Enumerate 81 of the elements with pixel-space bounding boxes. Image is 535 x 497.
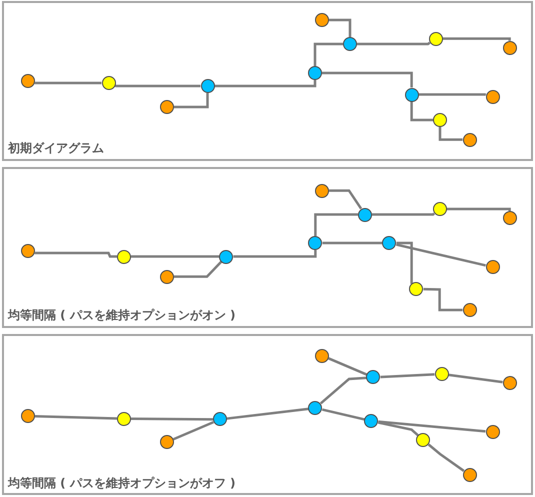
connector-line [328,357,368,376]
connector-line [396,242,413,284]
circle-node [308,66,322,80]
circle-node [462,132,477,147]
circle-node [382,236,396,250]
circle-node [358,208,372,222]
circle-node [486,425,500,439]
connector-line [448,374,503,384]
connector-line [34,252,117,258]
connector-line [233,250,317,258]
circle-node [343,37,357,51]
connector-line [396,243,486,267]
connector-line [172,421,214,440]
circle-node [315,348,329,363]
connector-line [322,408,365,421]
connector-line [329,189,362,210]
circle-node [486,260,500,274]
connector-line [357,42,431,46]
circle-node [21,409,35,423]
circle-node [117,412,131,426]
circle-node [486,90,500,104]
connector-line [131,255,220,258]
circle-node [462,468,477,482]
connector-line [214,80,316,88]
panel-label: 均等間隔 ( パスを維持オプションがオン ) [8,308,236,322]
connector-line [314,42,343,66]
circle-node [364,414,378,428]
circle-node [308,236,322,250]
connector-line [34,82,102,84]
connector-line [380,373,435,378]
connector-line [378,421,419,436]
circle-node [308,401,322,415]
circle-node [366,370,380,384]
circle-node [219,250,234,264]
connector-line [314,213,358,236]
panel-label: 初期ダイアグラム [8,141,104,155]
connector-line [226,408,309,420]
connector-line [418,93,486,96]
circle-node [160,435,174,449]
connector-line [372,212,436,216]
circle-node [502,376,517,390]
connector-line [428,444,465,472]
connector-line [174,260,222,278]
panel [2,334,533,495]
circle-node [315,184,329,198]
connector-line [410,102,433,122]
connector-line [378,420,486,433]
circle-node [21,244,35,258]
circle-node [315,13,329,27]
circle-node [434,367,449,381]
circle-node [21,74,35,88]
connector-line [329,18,352,37]
circle-node [160,100,174,114]
panel [2,1,533,161]
connector-line [322,242,382,244]
circle-node [502,40,517,55]
circle-node [213,412,227,426]
circle-node [502,211,517,225]
connector-line [423,288,463,312]
circle-node [433,113,447,127]
circle-node [117,250,131,264]
circle-node [160,270,174,284]
panel-label: 均等間隔 ( パスを維持オプションがオフ ) [8,476,236,490]
connector-line [438,127,463,141]
circle-node [462,303,477,317]
connector-line [442,37,511,41]
circle-node [428,32,442,46]
connector-line [322,72,413,88]
connector-line [446,208,511,211]
circle-node [102,76,116,90]
connector-line [114,84,200,88]
circle-node [200,79,214,93]
circle-node [432,202,447,216]
connector-line [174,93,209,108]
circle-node [404,88,419,102]
connector-line [131,418,213,421]
circle-node [416,433,430,447]
connector-line [34,414,118,420]
connector-line [320,376,366,404]
circle-node [409,282,424,296]
panel [2,167,533,328]
